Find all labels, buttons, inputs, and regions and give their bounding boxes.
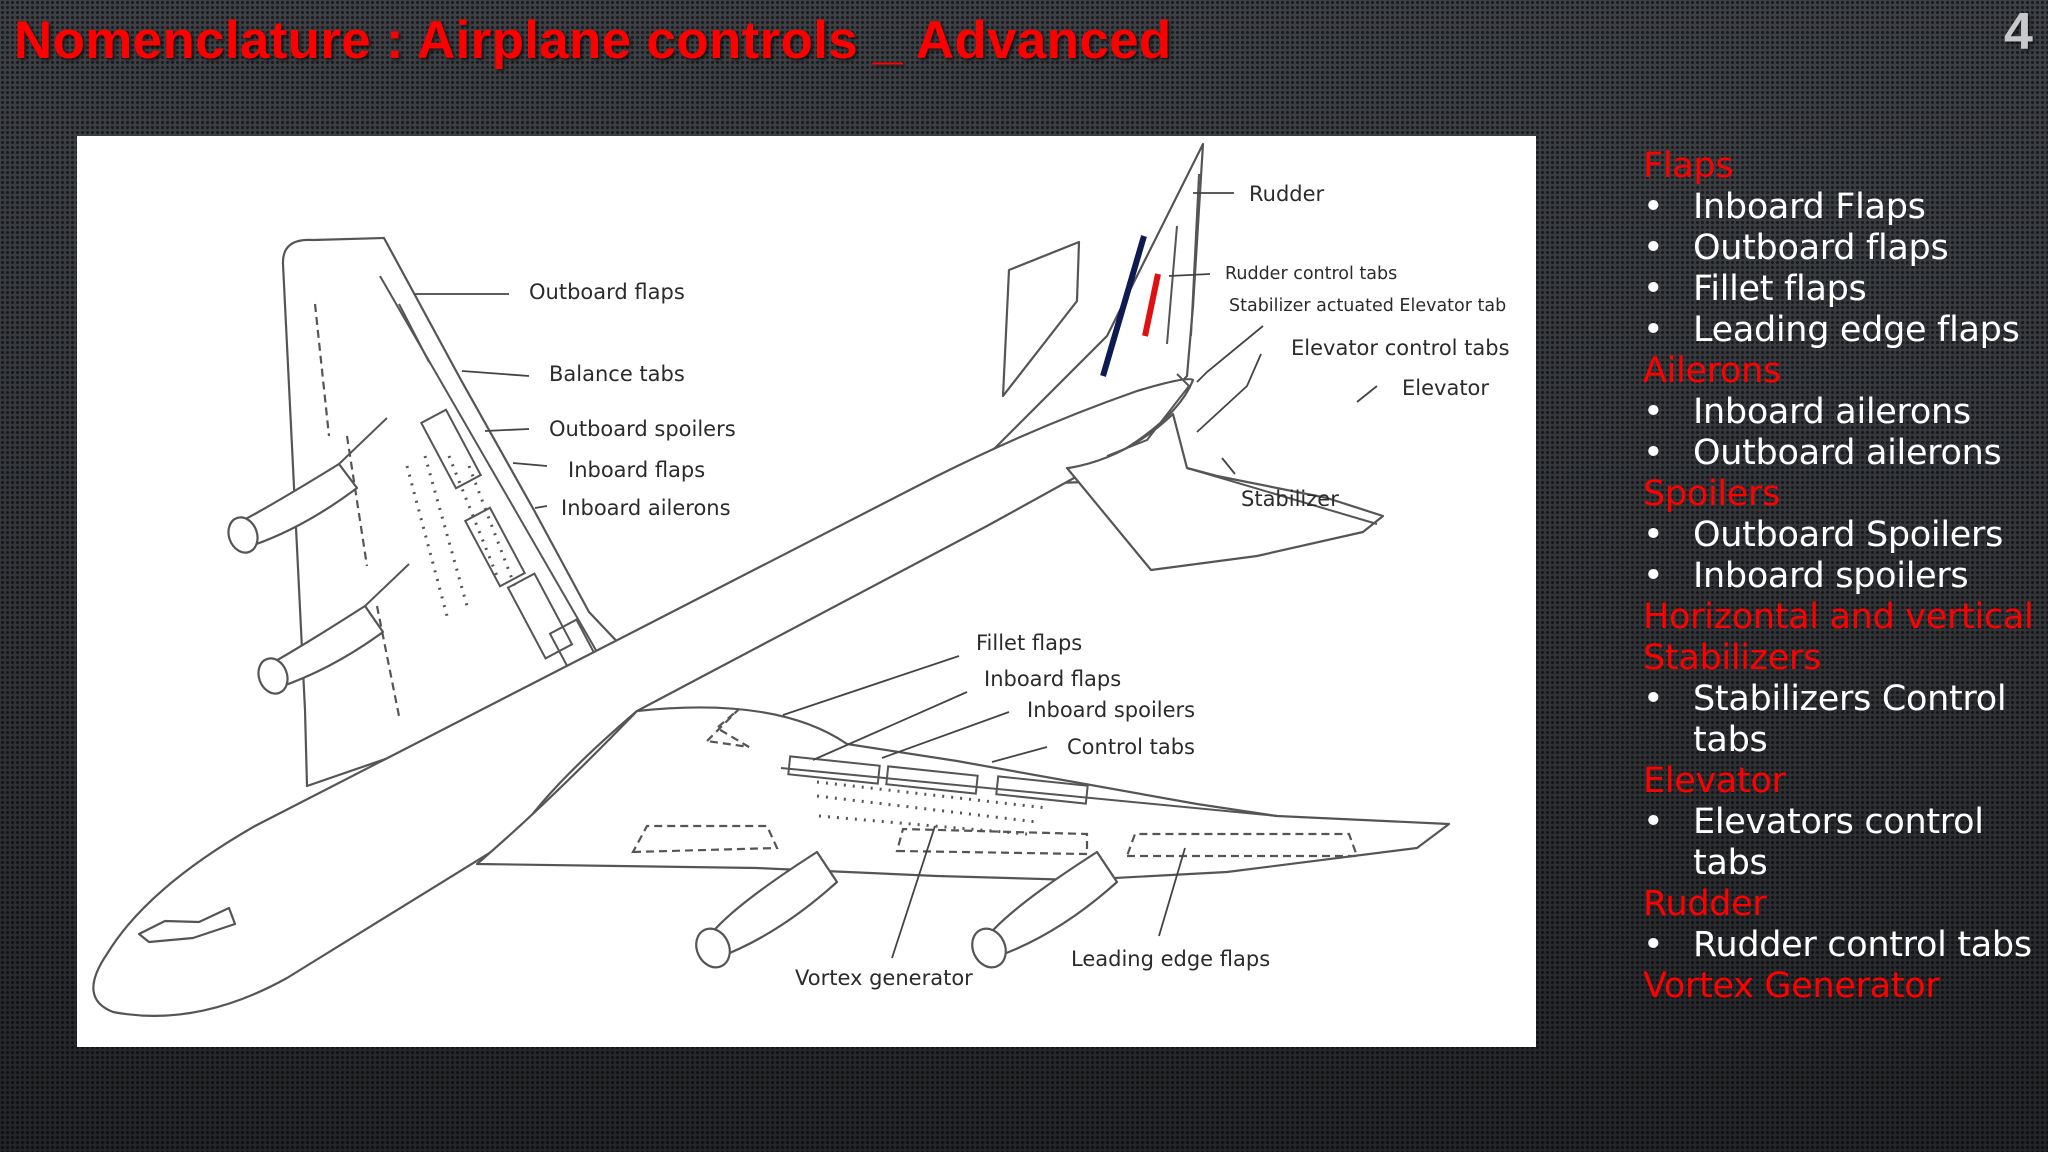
topic-heading: Horizontal and vertical Stabilizers (1643, 597, 2034, 678)
horizontal-stabilizer (1065, 412, 1385, 572)
airplane-diagram: Rudder Rudder control tabs Stabilizer ac… (77, 136, 1536, 1047)
topic-item: Stabilizers Control tabs (1643, 679, 2043, 761)
label-fillet-flaps: Fillet flaps (976, 631, 1082, 655)
topic-item: Outboard Spoilers (1643, 515, 2043, 556)
lower-engines (695, 850, 1119, 969)
cockpit-windows (137, 906, 237, 944)
label-stabilizer-actuated-elevator-tab: Stabilizer actuated Elevator tab (1229, 296, 1506, 316)
topic-item: Inboard spoilers (1643, 556, 2043, 597)
upper-wing (281, 236, 646, 788)
label-outboard-flaps: Outboard flaps (529, 280, 685, 304)
label-elevator: Elevator (1402, 376, 1489, 400)
topic-heading: Flaps (1643, 146, 1734, 186)
slide-number: 4 (2004, 3, 2033, 61)
topic-item: Inboard ailerons (1643, 392, 2043, 433)
topic-item: Inboard Flaps (1643, 187, 2043, 228)
label-rudder-control-tabs: Rudder control tabs (1225, 264, 1397, 284)
slide-title: Nomenclature : Airplane controls _ Advan… (14, 11, 1172, 70)
lower-wing (475, 706, 1451, 882)
leader-lines (415, 192, 1378, 959)
rudder-tab-highlight-mark (1142, 273, 1161, 337)
label-rudder: Rudder (1249, 182, 1325, 206)
label-inboard-spoilers: Inboard spoilers (1027, 698, 1195, 722)
label-control-tabs: Control tabs (1067, 735, 1195, 759)
rudder-highlight-mark (1100, 235, 1147, 377)
label-vortex-generator: Vortex generator (795, 966, 973, 990)
topic-heading: Spoilers (1643, 474, 1781, 514)
label-outboard-spoilers: Outboard spoilers (549, 417, 736, 441)
topic-item: Rudder control tabs (1643, 925, 2043, 966)
topic-heading: Rudder (1643, 884, 1767, 924)
topic-item: Leading edge flaps (1643, 310, 2043, 351)
topic-item: Outboard flaps (1643, 228, 2043, 269)
upper-engines (227, 417, 410, 695)
topic-item: Fillet flaps (1643, 269, 2043, 310)
topic-heading: Elevator (1643, 761, 1786, 801)
controls-outline: Flaps Inboard Flaps Outboard flaps Fille… (1643, 146, 2043, 1007)
topic-heading: Vortex Generator (1643, 966, 1940, 1006)
topic-heading: Ailerons (1643, 351, 1781, 391)
label-inboard-flaps-upper: Inboard flaps (568, 458, 705, 482)
label-leading-edge-flaps: Leading edge flaps (1071, 947, 1270, 971)
airplane-illustration: Rudder Rudder control tabs Stabilizer ac… (92, 142, 1510, 1017)
topic-item: Elevators control tabs (1643, 802, 2043, 884)
label-elevator-control-tabs: Elevator control tabs (1291, 336, 1510, 360)
label-inboard-flaps-lower: Inboard flaps (984, 667, 1121, 691)
label-inboard-ailerons: Inboard ailerons (561, 496, 731, 520)
topic-item: Outboard ailerons (1643, 433, 2043, 474)
label-stabilizer: Stabilizer (1241, 487, 1339, 511)
label-balance-tabs: Balance tabs (549, 362, 685, 386)
